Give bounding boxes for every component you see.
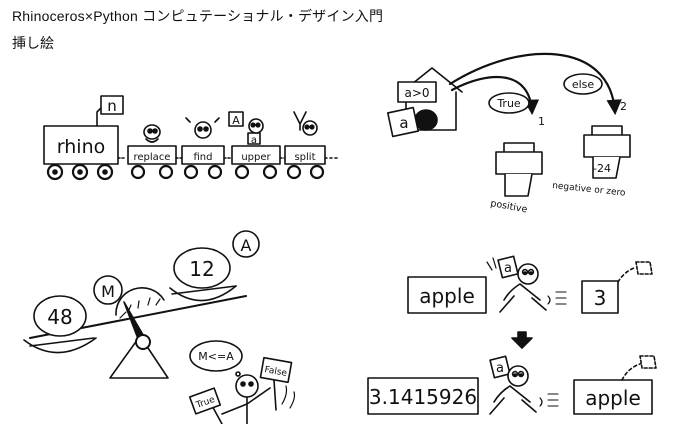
train-car-replace: replace bbox=[127, 124, 177, 180]
train-tag-upper: A bbox=[232, 114, 240, 127]
train-engine-label: rhino bbox=[57, 136, 105, 158]
swap-bottom-tag: a bbox=[496, 361, 504, 376]
printer-true-icon bbox=[495, 142, 543, 197]
train-car-find: find bbox=[181, 117, 225, 180]
balance-right-value: 12 bbox=[189, 257, 214, 281]
swap-top-right: 3 bbox=[594, 286, 607, 310]
page-subtitle: 挿し絵 bbox=[12, 35, 54, 51]
train-illustration: n rhino replace bbox=[43, 95, 339, 181]
branch-route-true: 1 bbox=[538, 115, 545, 128]
sign-false: False bbox=[264, 365, 288, 379]
train-engine bbox=[43, 125, 119, 165]
branch-route-else: 2 bbox=[620, 100, 627, 113]
branch-else-label: else bbox=[572, 78, 595, 91]
branch-out-else-value: -24 bbox=[593, 162, 611, 175]
branch-true-label: True bbox=[496, 97, 521, 110]
printer-else-icon bbox=[583, 125, 631, 179]
branch-out-else: negative or zero bbox=[552, 181, 627, 199]
swap-bottom-right: apple bbox=[585, 386, 641, 410]
train-car-label: find bbox=[194, 152, 213, 163]
branch-condition: a>0 bbox=[404, 86, 429, 100]
train-car-label: split bbox=[294, 152, 315, 163]
train-tag-lower: a bbox=[251, 135, 257, 146]
train-car-split: split bbox=[284, 111, 326, 180]
train-car-label: replace bbox=[134, 152, 171, 163]
train-flag-label: n bbox=[107, 97, 117, 115]
balance-illustration: 48 M 12 A M<=A True Fa bbox=[23, 230, 296, 424]
train-car-upper: A a upper bbox=[228, 111, 281, 180]
balance-left-var: M bbox=[101, 282, 115, 301]
page-title: Rhinoceros×Python コンピュテーショナル・デザイン入門 bbox=[12, 8, 384, 24]
swap-top-tag: a bbox=[504, 261, 512, 276]
swap-illustration: apple a 3 3.1415926 a bbox=[367, 255, 657, 415]
branch-input: a bbox=[399, 114, 408, 132]
balance-left-value: 48 bbox=[47, 305, 72, 329]
balance-condition: M<=A bbox=[198, 350, 234, 363]
train-car-label: upper bbox=[241, 152, 271, 163]
balance-right-var: A bbox=[241, 236, 252, 255]
branch-illustration: a>0 a True else 1 2 positive bbox=[386, 52, 631, 215]
swap-bottom-left: 3.1415926 bbox=[369, 385, 477, 409]
branch-out-true: positive bbox=[489, 198, 528, 215]
swap-top-left: apple bbox=[419, 284, 475, 308]
